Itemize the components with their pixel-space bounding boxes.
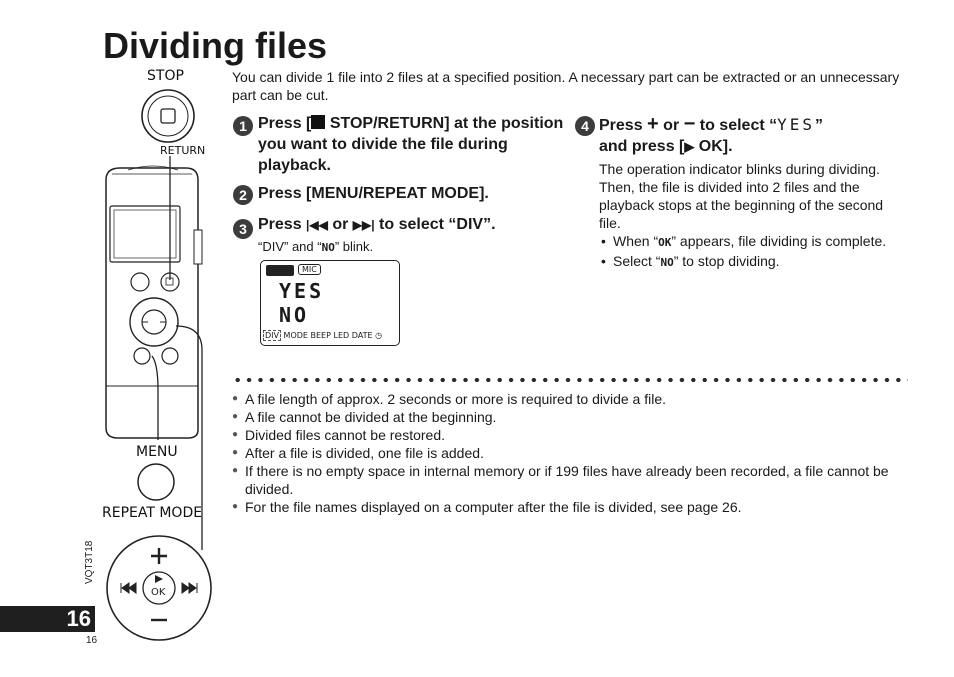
- step-3-pre: Press: [258, 216, 307, 233]
- lcd-no-text: NO: [279, 303, 310, 327]
- step-4-post: to select “: [695, 117, 778, 134]
- lcd-mode: MODE: [283, 331, 308, 340]
- bullet-2-pre: Select “: [613, 253, 661, 269]
- mic-indicator: MIC: [298, 264, 321, 275]
- note-item: A file cannot be divided at the beginnin…: [232, 408, 922, 426]
- step-4-line2-pre: and press [: [599, 138, 685, 155]
- note-item: After a file is divided, one file is add…: [232, 444, 922, 462]
- fast-forward-icon: ▶▶|: [352, 218, 375, 232]
- step-1-number: 1: [233, 116, 253, 136]
- play-icon: ▶: [684, 139, 695, 154]
- step-3-number: 3: [233, 219, 253, 239]
- step-4-para-2: Then, the file is divided into 2 files a…: [599, 179, 884, 231]
- notes-list: A file length of approx. 2 seconds or mo…: [232, 390, 922, 516]
- step-4-mid: or: [658, 117, 684, 134]
- recorder-body: [105, 165, 203, 439]
- lcd-beep: BEEP: [310, 331, 331, 340]
- no-segment-text-2: NO: [660, 256, 674, 269]
- step-4-para-1: The operation indicator blinks during di…: [599, 161, 880, 177]
- bullet-1-post: ” appears, file dividing is complete.: [671, 233, 887, 249]
- step-1-text: Press [ STOP/RETURN] at the position you…: [258, 113, 568, 176]
- step-1-post: STOP/RETURN] at the position you want to…: [258, 115, 564, 174]
- return-label: RETURN: [160, 144, 206, 157]
- repeat-mode-label: REPEAT MODE: [102, 505, 203, 521]
- battery-icon: [266, 265, 294, 276]
- step-4-pre: Press: [599, 117, 648, 134]
- step-2-text: Press [MENU/REPEAT MODE].: [258, 185, 489, 202]
- step-3-text: Press |◀◀ or ▶▶| to select “DIV”.: [258, 214, 558, 236]
- bullet-1-pre: When “: [613, 233, 659, 249]
- page-title: Dividing files: [103, 25, 328, 66]
- control-wheel-icon: [106, 535, 212, 641]
- menu-button-icon: [137, 463, 175, 501]
- document-code: VQT3T18: [84, 540, 95, 584]
- yes-segment-text: YES: [777, 115, 816, 134]
- rewind-icon: |◀◀: [306, 218, 328, 232]
- lcd-bottom-row: DIV MODE BEEP LED DATE ◷: [263, 330, 383, 341]
- step-4-bullet-2: •Select “NO” to stop dividing.: [601, 253, 780, 269]
- intro-text: You can divide 1 file into 2 files at a …: [232, 69, 900, 103]
- lcd-led: LED: [333, 331, 350, 340]
- step-2-number: 2: [233, 185, 253, 205]
- note-item: Divided files cannot be restored.: [232, 426, 922, 444]
- step-4-post2: ”: [815, 117, 824, 134]
- step-1-pre: Press [: [258, 115, 312, 132]
- step-3-note: “DIV” and “NO” blink.: [258, 239, 373, 254]
- step-4-number: 4: [575, 116, 595, 136]
- note-item: If there is no empty space in internal m…: [232, 462, 922, 498]
- page-number-tab: 16: [0, 606, 95, 632]
- clock-icon: ◷: [375, 331, 383, 340]
- step-4-text: Press + or − to select “YES” and press […: [599, 114, 919, 157]
- step-4-bullet-1: •When “OK” appears, file dividing is com…: [601, 233, 887, 249]
- stop-label: STOP: [147, 68, 184, 84]
- stop-button-icon: [141, 89, 195, 143]
- page-number-small: 16: [86, 635, 98, 646]
- step-4-line2-post: OK].: [694, 138, 733, 155]
- ok-label: OK: [151, 587, 166, 598]
- step-3-note-post: ” blink.: [334, 239, 374, 254]
- note-item: For the file names displayed on a comput…: [232, 498, 922, 516]
- minus-icon: −: [683, 113, 696, 135]
- lcd-div: DIV: [263, 330, 281, 341]
- bullet-2-post: ” to stop dividing.: [673, 253, 780, 269]
- step-3-post: to select “DIV”.: [374, 216, 496, 233]
- lcd-date: DATE: [351, 331, 373, 340]
- step-4-body: The operation indicator blinks during di…: [599, 160, 904, 272]
- ok-segment-text: OK: [658, 236, 672, 249]
- note-item: A file length of approx. 2 seconds or mo…: [232, 390, 922, 408]
- dotted-divider: [232, 376, 908, 384]
- no-segment-text: NO: [321, 241, 335, 254]
- lcd-yes-text: YES: [279, 279, 325, 303]
- step-3-note-pre: “DIV” and “: [258, 239, 322, 254]
- plus-icon: +: [647, 113, 659, 135]
- lcd-display: MIC YES NO DIV MODE BEEP LED DATE ◷: [260, 260, 400, 346]
- leader-lines: [151, 156, 203, 550]
- menu-label: MENU: [136, 444, 178, 460]
- step-3-mid: or: [327, 216, 353, 233]
- stop-square-icon: [311, 115, 326, 129]
